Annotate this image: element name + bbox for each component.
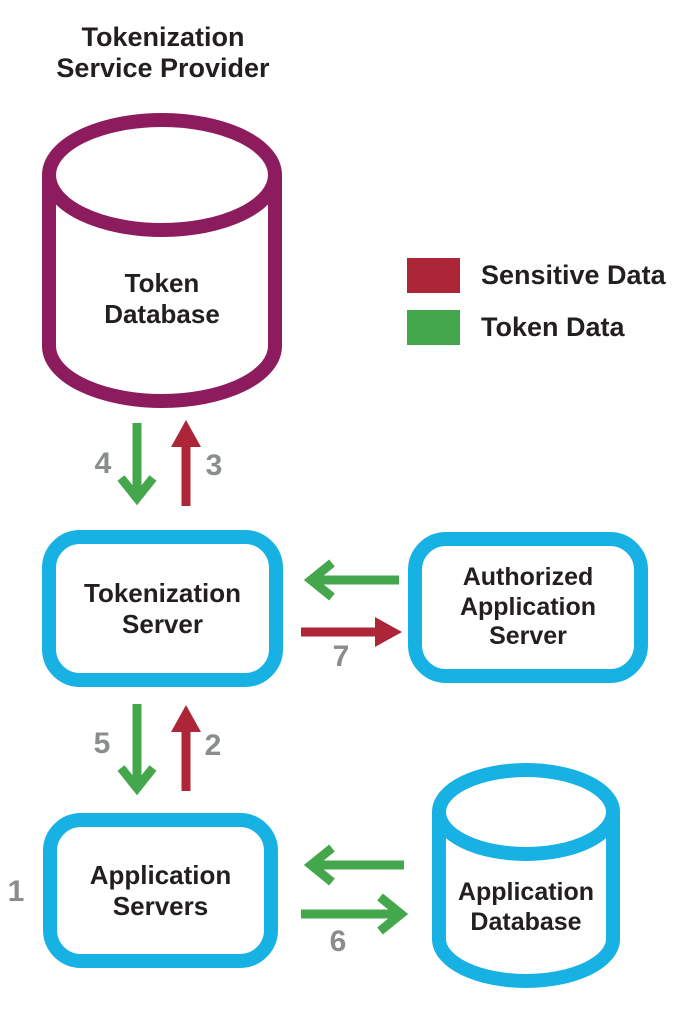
arrow-7-head-icon bbox=[375, 617, 402, 647]
legend: Sensitive Data Token Data bbox=[407, 258, 666, 362]
arrow-2-head-icon bbox=[171, 705, 201, 732]
arrow-5-green-down bbox=[117, 704, 157, 796]
arrow-6-head-icon bbox=[377, 893, 409, 935]
application-database-label: Application Database bbox=[457, 878, 595, 936]
arrow-4-head-icon bbox=[117, 475, 157, 506]
step-number-6: 6 bbox=[329, 925, 347, 958]
arrow-green-left-bottom-head-icon bbox=[303, 844, 335, 886]
step-number-2: 2 bbox=[204, 729, 222, 762]
legend-item-sensitive-data: Sensitive Data bbox=[407, 258, 666, 293]
arrow-4-green-down bbox=[117, 423, 157, 506]
diagram-title: Tokenization Service Provider bbox=[56, 22, 270, 83]
arrow-green-left-bottom bbox=[303, 844, 404, 886]
step-number-4: 4 bbox=[94, 447, 112, 480]
token-data-swatch bbox=[407, 310, 460, 345]
arrow-3-red-up bbox=[171, 420, 201, 506]
application-servers-box: Application Servers bbox=[43, 813, 278, 968]
arrow-green-left-top-head-icon bbox=[303, 559, 335, 601]
sensitive-data-swatch bbox=[407, 258, 460, 293]
application-servers-label: Application Servers bbox=[89, 859, 232, 921]
application-database-cylinder bbox=[432, 763, 620, 988]
arrow-3-head-icon bbox=[171, 420, 201, 447]
authorized-application-server-box: Authorized Application Server bbox=[408, 532, 648, 683]
step-number-5: 5 bbox=[93, 727, 111, 760]
authorized-application-server-label: Authorized Application Server bbox=[459, 563, 597, 651]
application-database-cylinder-top bbox=[432, 763, 620, 861]
step-number-3: 3 bbox=[205, 449, 223, 482]
arrow-5-head-icon bbox=[117, 765, 157, 796]
tokenization-server-box: Tokenization Server bbox=[42, 530, 283, 687]
token-database-cylinder bbox=[42, 113, 282, 408]
tokenization-server-label: Tokenization Server bbox=[84, 577, 241, 639]
arrow-green-left-top bbox=[303, 559, 399, 601]
step-number-1: 1 bbox=[7, 875, 25, 908]
token-database-cylinder-top bbox=[42, 113, 282, 237]
token-data-label: Token Data bbox=[481, 312, 625, 342]
sensitive-data-label: Sensitive Data bbox=[481, 260, 666, 290]
step-number-7: 7 bbox=[332, 640, 350, 673]
token-database-label: Token Database bbox=[104, 268, 220, 329]
legend-item-token-data: Token Data bbox=[407, 310, 666, 345]
